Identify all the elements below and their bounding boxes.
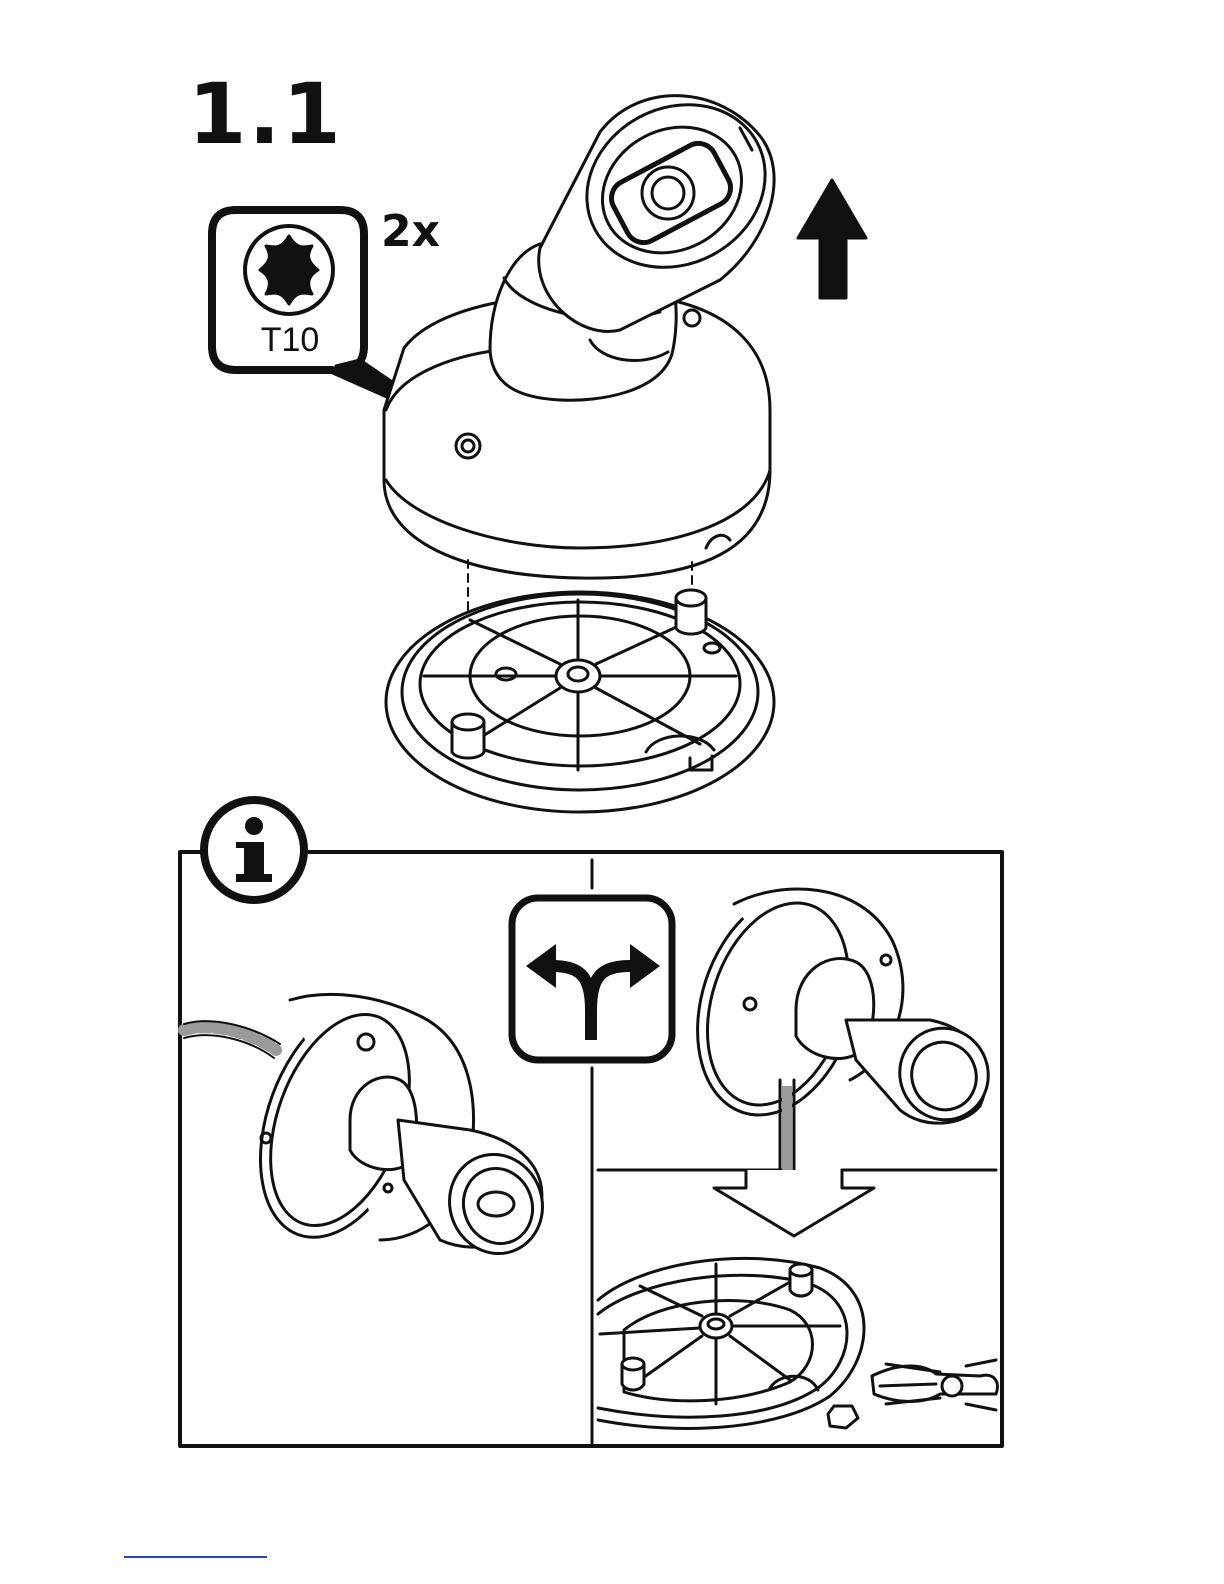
- wall-camera-left: [184, 981, 556, 1267]
- camera-unit-top: [384, 74, 794, 578]
- mount-plate-top: [386, 590, 774, 812]
- step-number: 1.1: [188, 72, 343, 156]
- torx-bit-label: T10: [258, 323, 322, 357]
- wall-camera-right: [670, 872, 1001, 1170]
- footer-link-underline: [124, 1556, 267, 1558]
- arrow-down-icon: [714, 1170, 874, 1236]
- mount-plate-bottom: [598, 1258, 864, 1428]
- screw-quantity: 2x: [381, 210, 440, 254]
- arrow-up-icon: [798, 180, 866, 298]
- split-arrow-icon: [512, 898, 672, 1060]
- info-icon: [204, 800, 304, 900]
- cutter-pliers-icon: [872, 1360, 997, 1410]
